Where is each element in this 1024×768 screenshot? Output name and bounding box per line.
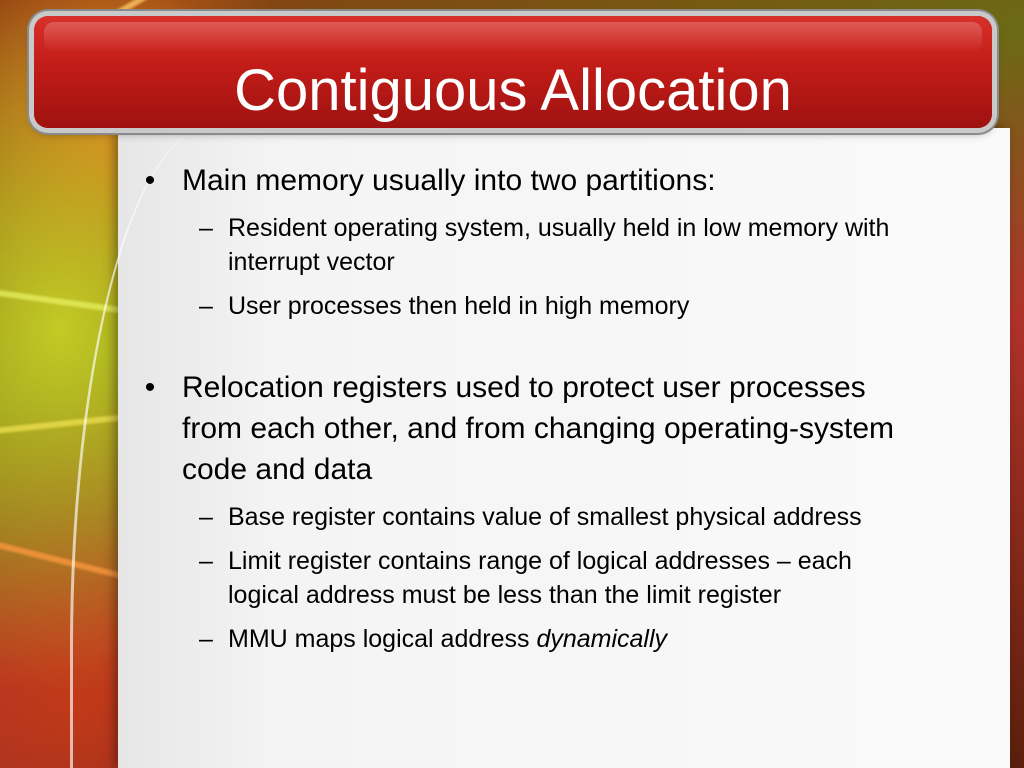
bullet-glyph: • — [144, 164, 156, 197]
sub-bullet-item: – Resident operating system, usually hel… — [140, 211, 900, 279]
sub-bullet-glyph: – — [199, 292, 213, 320]
sub-bullet-item: – Base register contains value of smalle… — [140, 500, 900, 534]
sub-bullet-text: Resident operating system, usually held … — [228, 214, 890, 276]
bullet-text: Main memory usually into two partitions: — [182, 164, 716, 197]
title-bar: Contiguous Allocation — [34, 16, 992, 128]
sub-bullet-item: – User processes then held in high memor… — [140, 289, 900, 323]
sub-bullet-text: MMU maps logical address — [228, 625, 537, 653]
bullet-item: • Relocation registers used to protect u… — [140, 367, 900, 490]
sub-bullet-text: Limit register contains range of logical… — [228, 547, 852, 609]
slide-title: Contiguous Allocation — [234, 58, 792, 123]
bullet-item: • Main memory usually into two partition… — [140, 160, 900, 201]
sub-bullet-glyph: – — [199, 503, 213, 531]
bullet-glyph: • — [144, 371, 156, 404]
bullet-text: Relocation registers used to protect use… — [182, 371, 895, 486]
sub-bullet-text: Base register contains value of smallest… — [228, 503, 862, 531]
slide-body: • Main memory usually into two partition… — [140, 160, 900, 656]
sub-bullet-item: – Limit register contains range of logic… — [140, 544, 900, 612]
sub-bullet-glyph: – — [199, 214, 213, 242]
sub-bullet-glyph: – — [199, 547, 213, 575]
sub-bullet-item: – MMU maps logical address dynamically — [140, 622, 900, 656]
sub-bullet-emphasis: dynamically — [536, 625, 668, 653]
sub-bullet-glyph: – — [199, 625, 213, 653]
content-panel — [118, 128, 1010, 768]
sub-bullet-text: User processes then held in high memory — [228, 292, 690, 320]
